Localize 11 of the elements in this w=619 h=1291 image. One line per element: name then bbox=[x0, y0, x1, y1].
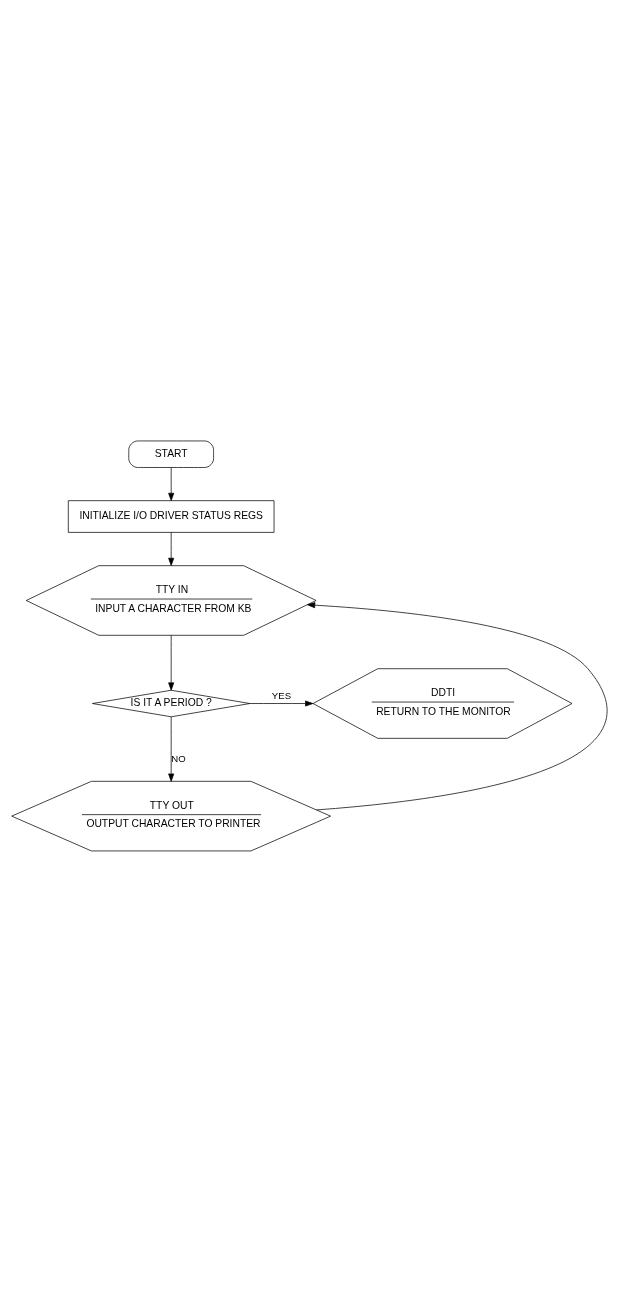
arrow bbox=[168, 716, 175, 782]
edge-label: NO bbox=[171, 752, 186, 764]
node-diamond: IS IT A PERIOD ? bbox=[92, 689, 251, 717]
node-box: INITIALIZE I/O DRIVER STATUS REGS bbox=[67, 499, 275, 533]
arrow bbox=[307, 601, 608, 810]
arrow bbox=[168, 531, 175, 566]
arrow bbox=[249, 700, 314, 706]
arrow bbox=[168, 466, 175, 501]
arrow bbox=[168, 634, 175, 691]
edge-label: YES bbox=[271, 689, 292, 701]
node-box: START bbox=[128, 440, 214, 468]
